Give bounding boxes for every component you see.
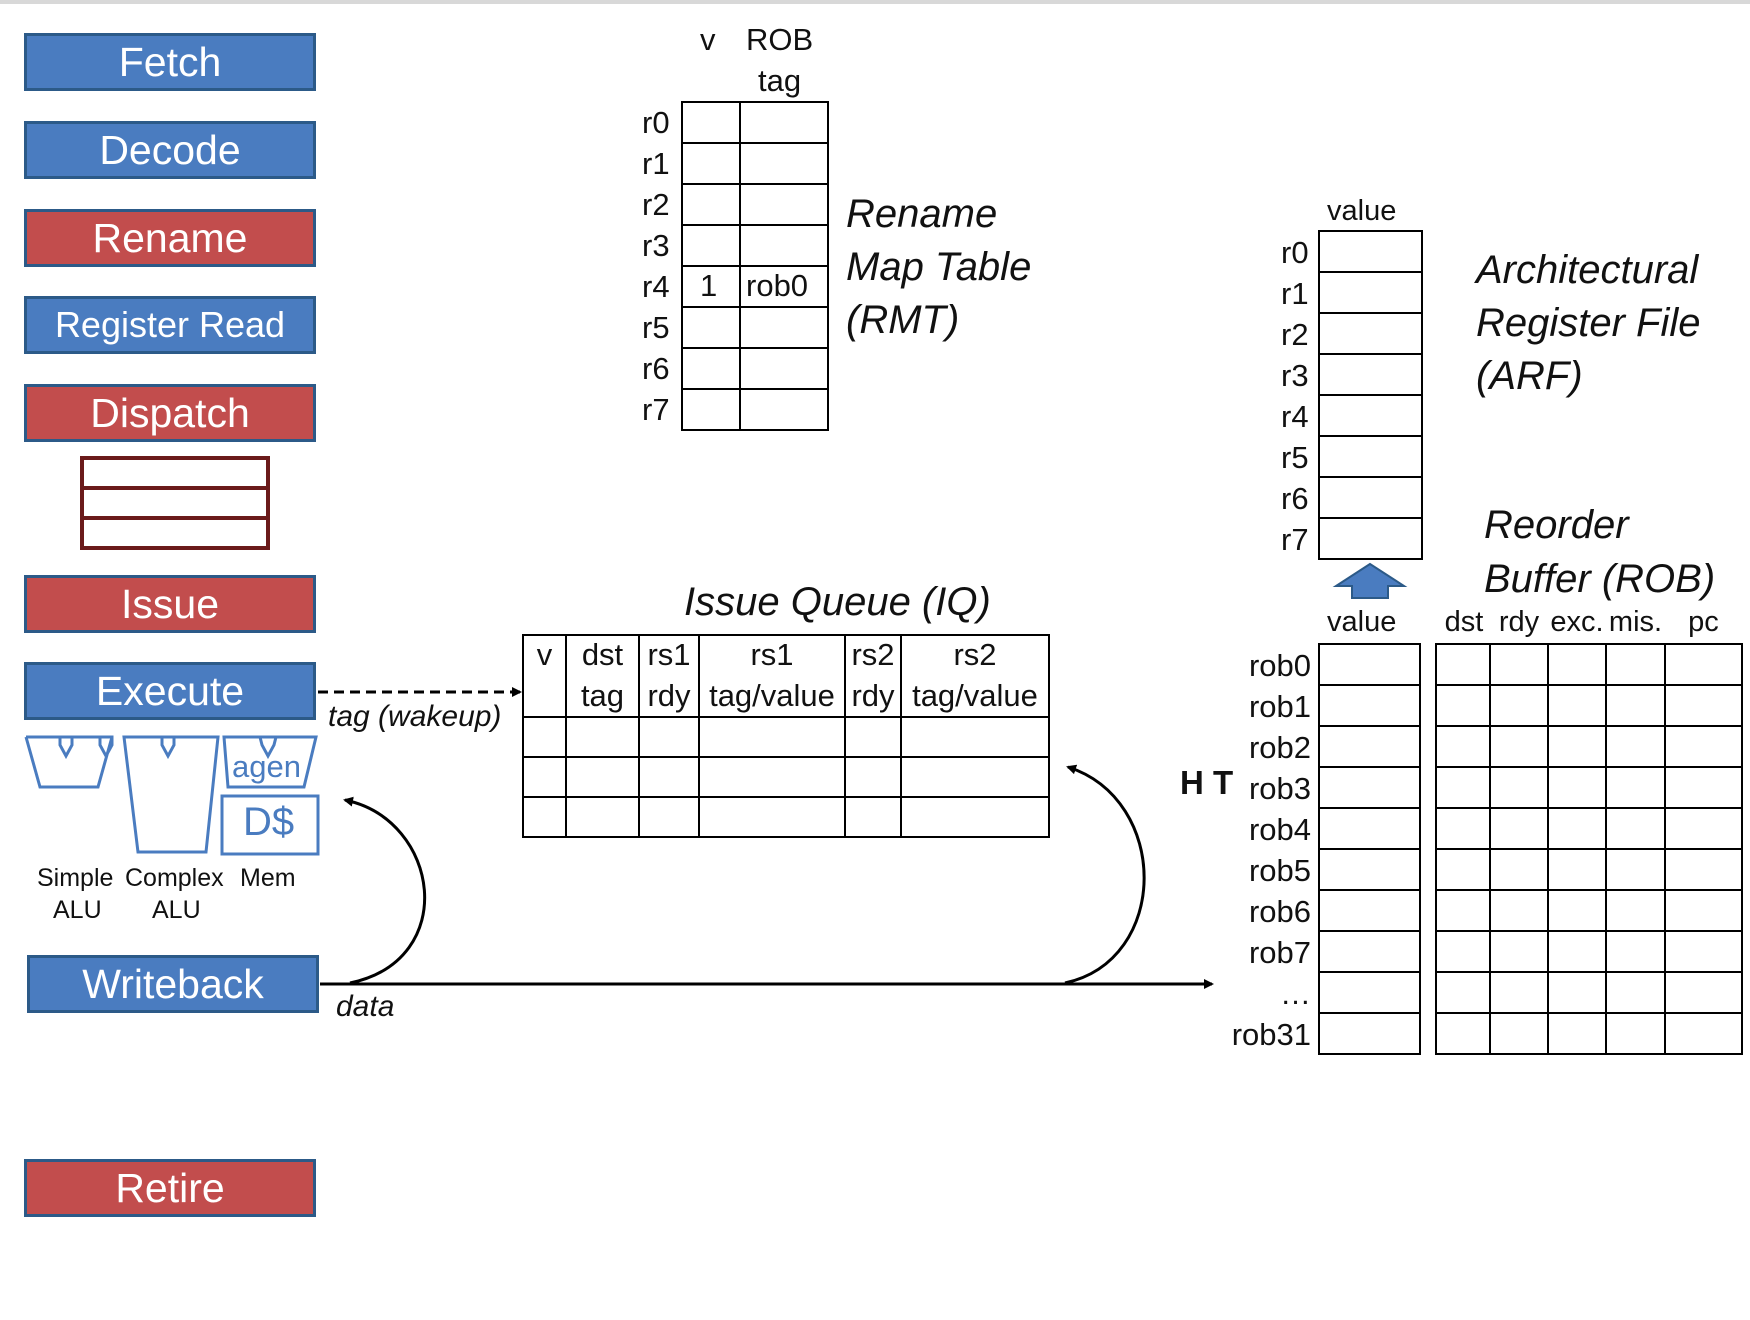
iq-header-4-line1: rs2 xyxy=(851,637,895,672)
arf-row-label-r3: r3 xyxy=(1281,358,1309,393)
arf-row-label-r5: r5 xyxy=(1281,440,1309,475)
iq-header-1-line2: tag xyxy=(580,678,625,713)
rmt-row-label-r0: r0 xyxy=(642,105,670,140)
rob-col-0: dst xyxy=(1444,606,1484,638)
iq-header-3-line1: rs1 xyxy=(750,637,794,672)
rob-col-value: value xyxy=(1327,606,1397,638)
rmt-col-tag: tag xyxy=(758,63,802,98)
arf-title-line1: Architectural xyxy=(1476,248,1699,292)
rob-head-tail-marker: H T xyxy=(1180,764,1234,801)
agen-shape xyxy=(222,735,318,789)
stage-register-read[interactable]: Register Read xyxy=(24,296,316,354)
iq-title: Issue Queue (IQ) xyxy=(684,580,991,624)
rob-title-line2: Buffer (ROB) xyxy=(1484,557,1716,601)
bypass-curve-arrow xyxy=(343,796,427,985)
dispatch-buffer-frame xyxy=(80,456,270,550)
rob-row-label-5: rob5 xyxy=(1248,853,1311,888)
rmt-row-label-r4: r4 xyxy=(642,269,670,304)
iq-grid-frame xyxy=(522,634,1050,838)
complex-alu-label-2: ALU xyxy=(152,896,201,924)
stage-rename[interactable]: Rename xyxy=(24,209,316,267)
rob-row-label-0: rob0 xyxy=(1248,648,1311,683)
iq-header-5-line1: rs2 xyxy=(953,637,997,672)
simple-alu-shape xyxy=(24,735,114,789)
iq-header-3-line2: tag/value xyxy=(709,678,835,713)
rob-row-label-2: rob2 xyxy=(1248,730,1311,765)
stage-fetch[interactable]: Fetch xyxy=(24,33,316,91)
arf-title: Architectural Register File (ARF) xyxy=(1476,244,1701,404)
iq-header-2-line2: rdy xyxy=(647,678,691,713)
simple-alu-label-2: ALU xyxy=(53,896,102,924)
arf-row-label-r0: r0 xyxy=(1281,235,1309,270)
complex-alu-label-1: Complex xyxy=(125,864,224,892)
stage-dispatch[interactable]: Dispatch xyxy=(24,384,316,442)
rob-row-label-3: rob3 xyxy=(1248,771,1311,806)
rmt-r4-valid: 1 xyxy=(700,268,718,303)
arf-row-label-r6: r6 xyxy=(1281,481,1309,516)
rob-col-2: exc. xyxy=(1550,606,1604,638)
dcache-shape xyxy=(220,794,320,856)
data-arrow-label: data xyxy=(336,990,395,1023)
stage-issue[interactable]: Issue xyxy=(24,575,316,633)
rob-col-1: rdy xyxy=(1498,606,1540,638)
stage-writeback[interactable]: Writeback xyxy=(27,955,319,1013)
rob-col-4: pc xyxy=(1688,606,1719,638)
arf-row-label-r2: r2 xyxy=(1281,317,1309,352)
rmt-row-label-r2: r2 xyxy=(642,187,670,222)
rob-row-label-4: rob4 xyxy=(1248,812,1311,847)
mem-unit-label: Mem xyxy=(240,864,296,892)
stage-decode[interactable]: Decode xyxy=(24,121,316,179)
rmt-row-label-r3: r3 xyxy=(642,228,670,263)
wakeup-arrow-label: tag (wakeup) xyxy=(328,700,502,733)
rmt-title-line1: Rename xyxy=(846,192,998,236)
rob-title: Reorder Buffer (ROB) xyxy=(1484,498,1715,606)
rob-row-label-8: … xyxy=(1280,976,1311,1011)
stage-retire[interactable]: Retire xyxy=(24,1159,316,1217)
iq-header-4-line2: rdy xyxy=(851,678,895,713)
iq-header-1-line1: dst xyxy=(581,637,624,672)
iq-writeback-curve-arrow xyxy=(1064,764,1146,985)
rmt-col-rob: ROB xyxy=(746,22,814,57)
stage-execute[interactable]: Execute xyxy=(24,662,316,720)
rob-row-label-9: rob31 xyxy=(1231,1017,1311,1052)
rob-row-label-7: rob7 xyxy=(1248,935,1311,970)
arf-row-label-r1: r1 xyxy=(1281,276,1309,311)
rmt-title: Rename Map Table (RMT) xyxy=(846,188,1031,346)
agen-label: agen xyxy=(232,749,301,784)
rmt-row-label-r7: r7 xyxy=(642,392,670,427)
rmt-col-v: v xyxy=(700,22,716,57)
rob-col-3: mis. xyxy=(1608,606,1663,638)
rmt-row-label-r6: r6 xyxy=(642,351,670,386)
arf-title-line3: (ARF) xyxy=(1476,354,1583,399)
arf-title-line2: Register File xyxy=(1476,301,1701,346)
simple-alu-label-1: Simple xyxy=(37,864,114,892)
rob-title-line1: Reorder xyxy=(1484,503,1629,547)
rmt-row-label-r1: r1 xyxy=(642,146,670,181)
iq-header-2-line1: rs1 xyxy=(647,637,691,672)
retire-up-arrow-icon xyxy=(1332,562,1408,599)
complex-alu-shape xyxy=(122,735,220,854)
arf-col-value: value xyxy=(1327,195,1397,227)
rmt-title-line2: Map Table xyxy=(846,244,1032,289)
rob-row-label-1: rob1 xyxy=(1248,689,1311,724)
iq-header-5-line2: tag/value xyxy=(912,678,1038,713)
iq-header-0-line1: v xyxy=(536,637,553,672)
arf-row-label-r7: r7 xyxy=(1281,522,1309,557)
dcache-label: D$ xyxy=(243,800,295,844)
rmt-title-line3: (RMT) xyxy=(846,297,960,342)
arf-row-label-r4: r4 xyxy=(1281,399,1309,434)
rob-row-label-6: rob6 xyxy=(1248,894,1311,929)
rmt-r4-tag: rob0 xyxy=(746,268,809,303)
rmt-row-label-r5: r5 xyxy=(642,310,670,345)
top-border xyxy=(0,0,1750,4)
